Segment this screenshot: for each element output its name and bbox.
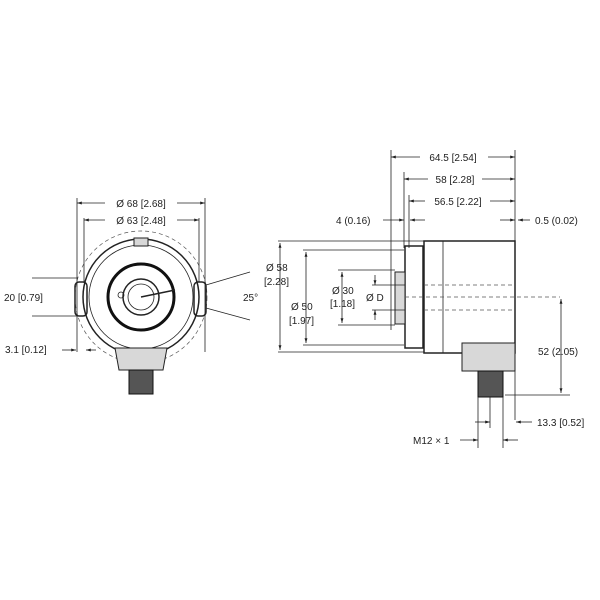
dim-rear: 0.5 (0.02) [535, 216, 578, 227]
dim-flange: 4 (0.16) [336, 216, 370, 227]
dim-height: 20 [0.79] [4, 293, 43, 304]
m12-connector [128, 369, 154, 395]
dim-d30: Ø 30 [332, 286, 354, 297]
outer-envelope-circle [74, 230, 208, 364]
set-screw [117, 291, 125, 299]
dim-outer-diameter: Ø 68 [2.68] [116, 199, 166, 210]
m12-connector-side [477, 370, 504, 398]
connector-housing [114, 347, 168, 371]
dim-body-length: 58 [2.28] [436, 175, 475, 186]
dim-dD: Ø D [366, 293, 384, 304]
dim-total-length: 64.5 [2.54] [429, 153, 476, 164]
tether-left [74, 281, 88, 317]
dim-connector-height: 52 (2.05) [538, 347, 578, 358]
dim-connector-offset: 13.3 [0.52] [537, 418, 584, 429]
side-view: 64.5 [2.54] 58 [2.28] 56.5 [2.22] 4 (0.1… [264, 150, 584, 448]
top-tab [133, 237, 149, 247]
clamp-line [140, 289, 176, 298]
dim-inner-diameter: Ø 63 [2.48] [116, 216, 166, 227]
dim-d50-in: [1.97] [289, 316, 314, 327]
shaft-bore [127, 283, 155, 311]
tether-right [193, 281, 207, 317]
connector-housing-side [461, 342, 516, 372]
bearing-ring [106, 262, 176, 332]
front-view: Ø 68 [2.68] Ø 63 [2.48] 20 [0.79] 25° 3.… [4, 198, 258, 395]
dim-housing-length: 56.5 [2.22] [434, 197, 481, 208]
dim-d58: Ø 58 [266, 263, 288, 274]
dim-d58-in: [2.28] [264, 277, 289, 288]
dim-thread: M12 × 1 [413, 436, 450, 447]
clamping-ring [394, 271, 406, 325]
dim-d30-in: [1.18] [330, 299, 355, 310]
dim-angle: 25° [243, 293, 258, 304]
dim-offset: 3.1 [0.12] [5, 345, 47, 356]
dim-d50: Ø 50 [291, 302, 313, 313]
